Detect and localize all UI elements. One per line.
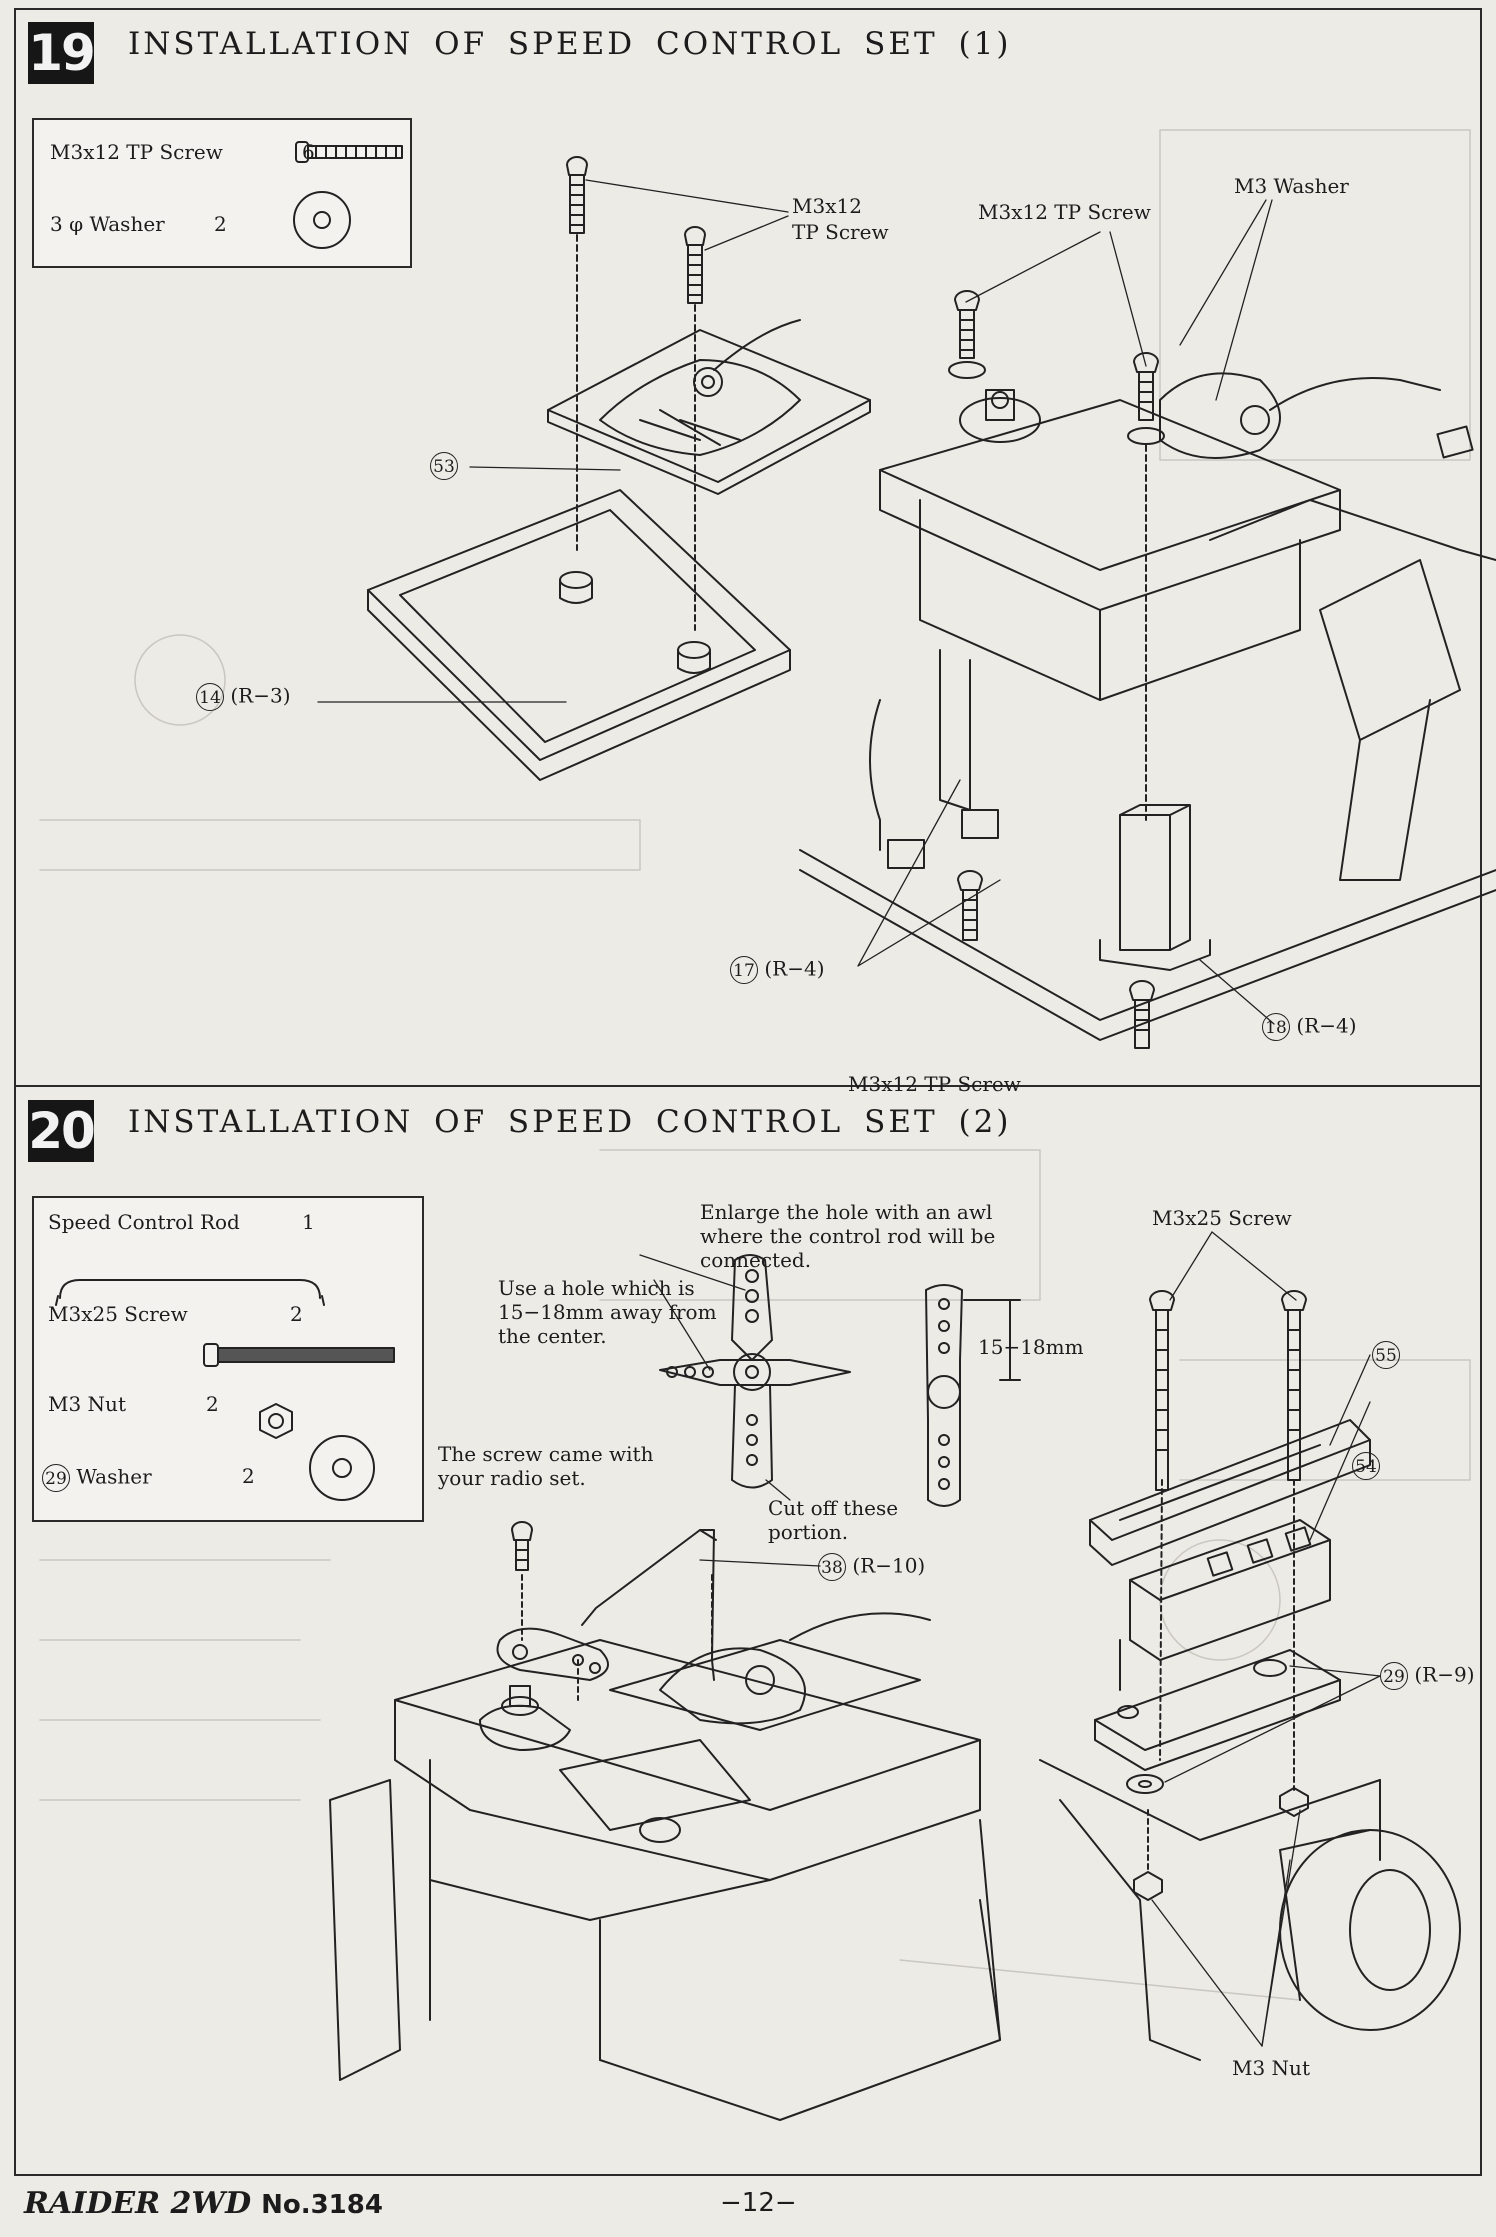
callout-17-ref: (R−4) (764, 956, 825, 981)
step-19-parts-box: M3x12 TP Screw 6 3 φ Washer 2 (32, 118, 412, 268)
part-label-m3-nut: M3 Nut (48, 1392, 126, 1416)
label-m3-nut: M3 Nut (1232, 2056, 1310, 2080)
part-ref-29: 29 (42, 1464, 70, 1492)
part-label-washer-text: Washer (76, 1464, 152, 1489)
callout-18-number: 18 (1262, 1013, 1290, 1041)
label-dimension-15-18mm: 15−18mm (978, 1335, 1084, 1359)
note-enlarge-hole: Enlarge the hole with an awl where the c… (700, 1200, 996, 1272)
resistor-assembly-drawing (1039, 1290, 1461, 2061)
step-19-title: INSTALLATION OF SPEED CONTROL SET (1) (128, 26, 1012, 62)
callout-18: 18 (R−4) (1262, 1013, 1357, 1041)
label-m3-washer: M3 Washer (1234, 174, 1349, 198)
icon-m3x25-screw-part (203, 1343, 395, 1367)
label-m3x12-tp-screw-c: M3x12 TP Screw (848, 1072, 1021, 1096)
step-20-leader-lines (699, 1231, 1381, 2047)
callout-53-number: 53 (430, 452, 458, 480)
icon-washer-29-part (309, 1435, 375, 1501)
part-qty-speed-control-rod: 1 (302, 1210, 315, 1234)
step-20-note-leaders (639, 1254, 791, 1501)
footer-brand-name: RAIDER 2WD (24, 2186, 252, 2221)
label-m3x12-tp-screw-a-line2: TP Screw (792, 220, 889, 244)
part-qty-m3x25-screw: 2 (290, 1302, 303, 1326)
icon-tp-screw-part (295, 141, 403, 163)
note-screw-radio-set: The screw came with your radio set. (438, 1442, 654, 1490)
servo-rod-assembly-drawing (329, 1521, 1001, 2121)
callout-17-number: 17 (730, 956, 758, 984)
callout-38-ref: (R−10) (852, 1553, 926, 1578)
callout-29-ref: (R−9) (1414, 1662, 1475, 1687)
callout-38-number: 38 (818, 1553, 846, 1581)
part-label-speed-control-rod: Speed Control Rod (48, 1210, 240, 1234)
callout-54: 54 (1352, 1452, 1380, 1480)
label-m3x25-screw: M3x25 Screw (1152, 1206, 1292, 1230)
callout-14-number: 14 (196, 683, 224, 711)
part-qty-washer: 2 (214, 212, 227, 236)
callout-14-ref: (R−3) (230, 683, 291, 708)
callout-29: 29 (R−9) (1380, 1662, 1475, 1690)
footer-model-number: No.3184 (261, 2190, 383, 2220)
icon-speed-control-rod-part (55, 1279, 325, 1306)
callout-55-number: 55 (1372, 1341, 1400, 1369)
part-label-washer: 3 φ Washer (50, 212, 165, 236)
servo-horn-detail (659, 1254, 1021, 1507)
footer-brand: RAIDER 2WD No.3184 (24, 2186, 383, 2221)
part-label-tp-screw: M3x12 TP Screw (50, 140, 223, 164)
bleed-through-texture (39, 129, 1471, 2001)
icon-m3-nut-part (259, 1403, 293, 1439)
step-20-number: 20 (28, 1100, 96, 1162)
page-frame (14, 8, 1482, 2176)
part-qty-m3-nut: 2 (206, 1392, 219, 1416)
label-m3x12-tp-screw-b: M3x12 TP Screw (978, 200, 1151, 224)
callout-17: 17 (R−4) (730, 956, 825, 984)
speed-control-plate-drawing (367, 156, 871, 781)
icon-washer-part (293, 191, 351, 249)
note-cut-off: Cut off these portion. (768, 1496, 899, 1544)
callout-53: 53 (430, 452, 458, 480)
footer-page-number: −12− (720, 2188, 797, 2218)
callout-18-ref: (R−4) (1296, 1013, 1357, 1038)
servo-assembly-drawing (799, 290, 1496, 1049)
label-m3x12-tp-screw-a-line1: M3x12 (792, 194, 862, 218)
section-divider (14, 1085, 1482, 1087)
part-qty-washer-29: 2 (242, 1464, 255, 1488)
part-label-washer-29: 29 Washer (42, 1464, 152, 1492)
callout-54-number: 54 (1352, 1452, 1380, 1480)
callout-55: 55 (1372, 1341, 1400, 1369)
step-19-leader-lines (317, 179, 1275, 1025)
callout-29-number: 29 (1380, 1662, 1408, 1690)
callout-14: 14 (R−3) (196, 683, 291, 711)
step-20-title: INSTALLATION OF SPEED CONTROL SET (2) (128, 1104, 1012, 1140)
callout-38: 38 (R−10) (818, 1553, 925, 1581)
step-19-number: 19 (28, 22, 96, 84)
note-use-hole: Use a hole which is 15−18mm away from th… (498, 1276, 717, 1348)
part-label-m3x25-screw: M3x25 Screw (48, 1302, 188, 1326)
